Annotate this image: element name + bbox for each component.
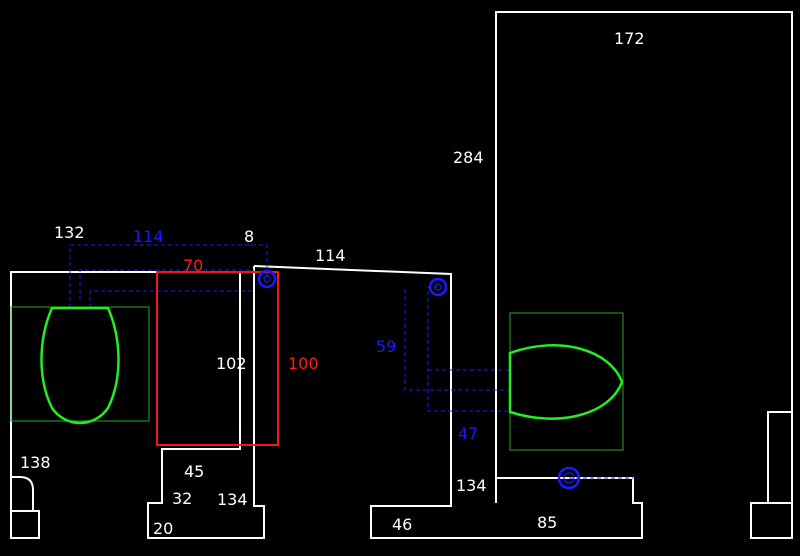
toilet-right <box>508 344 624 420</box>
dimension-138: 138 <box>20 453 51 472</box>
drain-top-right <box>428 277 448 297</box>
pipe-dimension-59: 59 <box>376 337 396 356</box>
pipe-top-run <box>69 244 268 308</box>
drains <box>257 269 581 490</box>
cabinet-dimension-100: 100 <box>288 354 319 373</box>
dimension-46: 46 <box>392 515 412 534</box>
pipe-right-offset <box>404 289 510 391</box>
toilet-left <box>40 306 120 425</box>
pipes <box>69 244 633 479</box>
dimension-134-left: 134 <box>217 490 248 509</box>
dimension-114: 114 <box>315 246 346 265</box>
dimensions-white: 172 284 132 8 114 102 138 45 32 134 20 1… <box>20 29 645 538</box>
dimensions-red: 70 100 <box>183 256 319 373</box>
dimension-8: 8 <box>244 227 254 246</box>
wall-right-room <box>495 11 793 504</box>
wall-left-corner-curve <box>11 476 34 511</box>
dimension-85: 85 <box>537 513 557 532</box>
dimensions-blue: 114 59 47 <box>133 227 478 443</box>
toilet-left-box <box>10 306 150 422</box>
wall-left-bottom-step <box>10 465 40 539</box>
dimension-32: 32 <box>172 489 192 508</box>
cabinet <box>156 271 279 446</box>
toilet-right-box <box>509 312 624 451</box>
drain-bottom-right-inner <box>563 472 575 484</box>
cabinet-dimension-70: 70 <box>183 256 203 275</box>
drain-top-right-inner <box>434 283 442 291</box>
dimension-45: 45 <box>184 462 204 481</box>
pipe-dimension-47: 47 <box>458 424 478 443</box>
dimension-134-right: 134 <box>456 476 487 495</box>
drain-bottom-right <box>557 466 581 490</box>
drain-top-middle <box>257 269 277 289</box>
walls <box>10 11 793 539</box>
pipe-right-vertical <box>427 286 510 412</box>
wall-sloped-top <box>253 265 643 539</box>
pipe-dimension-114: 114 <box>133 227 164 246</box>
fixtures <box>10 306 624 451</box>
dimension-172: 172 <box>614 29 645 48</box>
wall-right-bottom-step <box>750 502 793 539</box>
dimension-20: 20 <box>153 519 173 538</box>
dimension-284: 284 <box>453 148 484 167</box>
pipe-to-left-toilet <box>89 290 254 308</box>
drain-top-middle-inner <box>263 275 271 283</box>
dimension-102: 102 <box>216 354 247 373</box>
pipe-top-inner-run <box>79 269 254 300</box>
dimension-132: 132 <box>54 223 85 242</box>
